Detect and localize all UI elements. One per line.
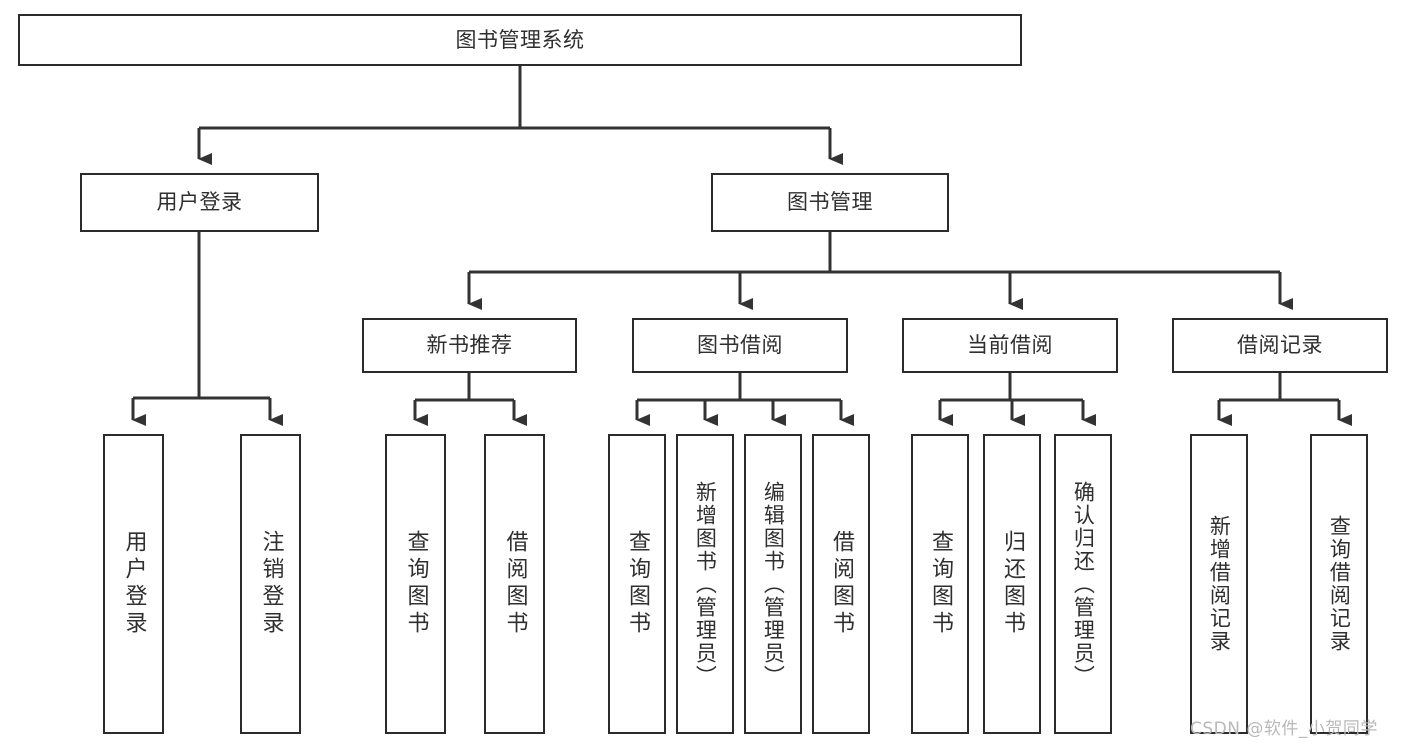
new-book-recommend-to-leaves-connectors [413, 373, 527, 426]
node-leaf-query-book-current[interactable]: 查询图书 [911, 434, 969, 734]
node-root-system[interactable]: 图书管理系统 [18, 14, 1022, 66]
node-new-book-recommend[interactable]: 新书推荐 [362, 318, 577, 373]
node-leaf-edit-book[interactable]: 编辑图书（管理员） [744, 434, 802, 734]
node-new-book-recommend-label: 新书推荐 [426, 333, 513, 358]
node-book-manage[interactable]: 图书管理 [711, 173, 949, 232]
node-leaf-borrow-book-label: 借阅图书 [828, 530, 854, 638]
node-book-borrow[interactable]: 图书借阅 [632, 318, 848, 373]
node-leaf-query-book-recommend-label: 查询图书 [403, 530, 429, 638]
node-current-borrow[interactable]: 当前借阅 [902, 318, 1118, 373]
user-login-to-leaves-connectors [131, 232, 283, 426]
csdn-watermark: CSDN @软件_小贺同学 [1190, 719, 1378, 739]
node-user-login[interactable]: 用户登录 [80, 173, 319, 232]
root-to-level1-connectors [197, 66, 843, 165]
current-borrow-to-leaves-connectors [938, 373, 1096, 426]
node-leaf-confirm-return-label: 确认归还（管理员） [1071, 480, 1096, 688]
node-current-borrow-label: 当前借阅 [967, 333, 1053, 358]
node-leaf-query-book-recommend[interactable]: 查询图书 [385, 434, 446, 734]
book-borrow-to-leaves-connectors [635, 373, 854, 426]
node-book-manage-label: 图书管理 [787, 190, 873, 215]
node-leaf-add-borrow-record[interactable]: 新增借阅记录 [1190, 434, 1248, 734]
node-leaf-query-book-borrow-label: 查询图书 [624, 530, 650, 638]
book-manage-to-level2-connectors [467, 232, 1293, 310]
borrow-record-to-leaves-connectors [1217, 373, 1352, 426]
node-leaf-borrow-book-recommend[interactable]: 借阅图书 [484, 434, 545, 734]
node-leaf-borrow-book[interactable]: 借阅图书 [812, 434, 870, 734]
node-leaf-add-book-label: 新增图书（管理员） [693, 480, 718, 688]
node-leaf-query-borrow-record-label: 查询借阅记录 [1327, 515, 1352, 653]
node-leaf-edit-book-label: 编辑图书（管理员） [761, 480, 786, 688]
node-borrow-record[interactable]: 借阅记录 [1172, 318, 1388, 373]
node-leaf-return-book-label: 归还图书 [999, 530, 1025, 638]
node-leaf-query-book-borrow[interactable]: 查询图书 [608, 434, 666, 734]
node-user-login-label: 用户登录 [156, 190, 243, 215]
node-leaf-user-login-label: 用户登录 [121, 530, 147, 638]
node-leaf-logout-label: 注销登录 [258, 530, 284, 638]
node-leaf-confirm-return[interactable]: 确认归还（管理员） [1054, 434, 1112, 734]
node-leaf-add-book[interactable]: 新增图书（管理员） [676, 434, 734, 734]
node-leaf-query-borrow-record[interactable]: 查询借阅记录 [1310, 434, 1368, 734]
node-leaf-add-borrow-record-label: 新增借阅记录 [1207, 515, 1232, 653]
node-leaf-user-login[interactable]: 用户登录 [103, 434, 164, 734]
node-leaf-query-book-current-label: 查询图书 [927, 530, 953, 638]
node-borrow-record-label: 借阅记录 [1237, 333, 1323, 358]
node-book-borrow-label: 图书借阅 [697, 333, 783, 358]
node-leaf-logout[interactable]: 注销登录 [240, 434, 301, 734]
node-root-label: 图书管理系统 [455, 27, 585, 52]
node-leaf-borrow-book-recommend-label: 借阅图书 [502, 530, 528, 638]
node-leaf-return-book[interactable]: 归还图书 [983, 434, 1041, 734]
